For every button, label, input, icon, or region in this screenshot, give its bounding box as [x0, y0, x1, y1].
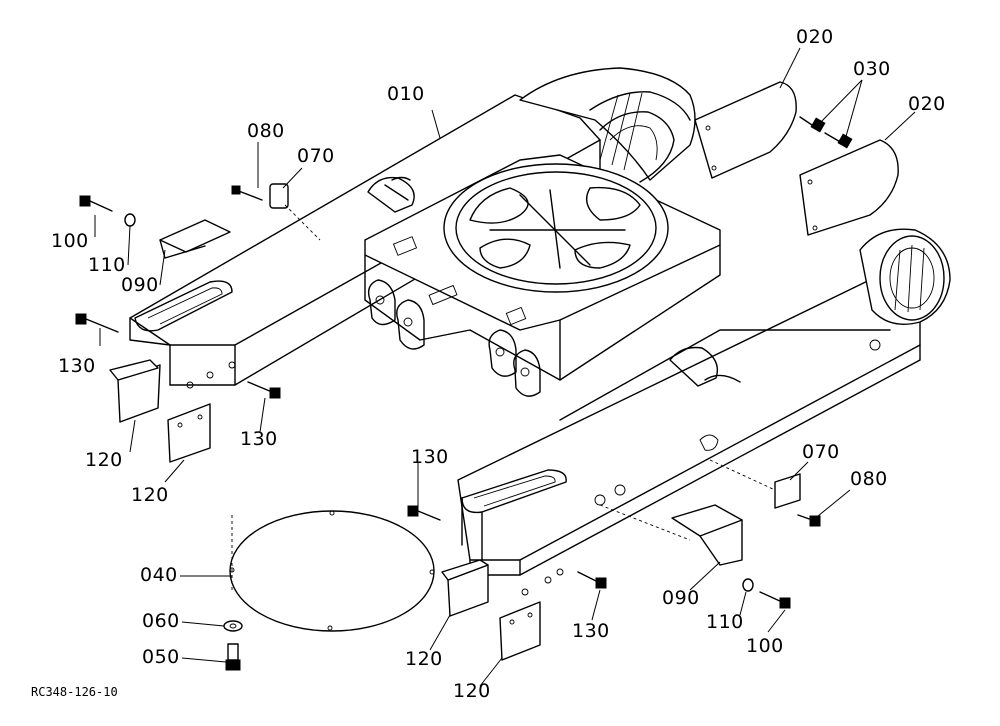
- rear-cover-lower: [799, 139, 899, 236]
- callout-130-upper-left: 130: [58, 355, 96, 377]
- callout-120-b: 120: [131, 484, 169, 506]
- clip-070-upper: [269, 183, 321, 241]
- guard-plate-120-a: [109, 359, 161, 423]
- leader-lines: [94, 47, 916, 687]
- callout-020-lower: 020: [908, 93, 946, 115]
- bolt-130-upper-right: [247, 381, 281, 399]
- callout-080-upper: 080: [247, 120, 285, 142]
- callout-040: 040: [140, 564, 178, 586]
- bolt-050: [225, 643, 241, 671]
- callout-130-upper-right: 130: [240, 428, 278, 450]
- bolt-100-lower: [759, 591, 791, 609]
- callout-060: 060: [142, 610, 180, 632]
- bolt-130-lower-right: [577, 571, 607, 589]
- callout-050: 050: [142, 646, 180, 668]
- callout-070-upper: 070: [297, 145, 335, 167]
- callout-120-a: 120: [85, 449, 123, 471]
- callout-100-upper: 100: [51, 230, 89, 252]
- bracket-090-upper: [159, 219, 231, 259]
- callout-120-c: 120: [405, 648, 443, 670]
- callout-090-lower: 090: [662, 587, 700, 609]
- track-frame: [129, 67, 951, 596]
- bolt-130-upper-left: [75, 313, 119, 333]
- washer-110-lower: [742, 578, 754, 592]
- bolt-080-upper: [231, 185, 263, 201]
- callout-110-lower: 110: [706, 611, 744, 633]
- callout-020-upper: 020: [796, 26, 834, 48]
- bolt-130-lower-left: [407, 505, 441, 521]
- guard-plate-120-b: [167, 403, 211, 463]
- under-cover-plate: [229, 510, 435, 632]
- callout-100-lower: 100: [746, 635, 784, 657]
- drawing-code: RC348-126-10: [31, 685, 118, 699]
- washer-110-upper: [124, 213, 136, 227]
- callout-110-upper: 110: [88, 254, 126, 276]
- guard-plate-120-c: [441, 559, 489, 617]
- bracket-090-lower: [599, 504, 743, 566]
- callout-080-lower: 080: [850, 468, 888, 490]
- bolt-030-b: [824, 132, 853, 149]
- bolt-080-lower: [797, 514, 821, 527]
- guard-plate-120-d: [499, 601, 541, 661]
- callout-010: 010: [387, 83, 425, 105]
- callout-120-d: 120: [453, 680, 491, 702]
- callout-090-upper: 090: [121, 274, 159, 296]
- rear-cover-upper: [694, 81, 797, 179]
- callout-130-lower-left: 130: [411, 446, 449, 468]
- callout-030: 030: [853, 58, 891, 80]
- bolt-100-upper: [79, 195, 113, 212]
- callout-070-lower: 070: [802, 441, 840, 463]
- washer-060: [223, 620, 243, 632]
- callout-130-lower-right: 130: [572, 620, 610, 642]
- clip-070-lower: [709, 459, 801, 509]
- bolt-030-a: [799, 116, 826, 133]
